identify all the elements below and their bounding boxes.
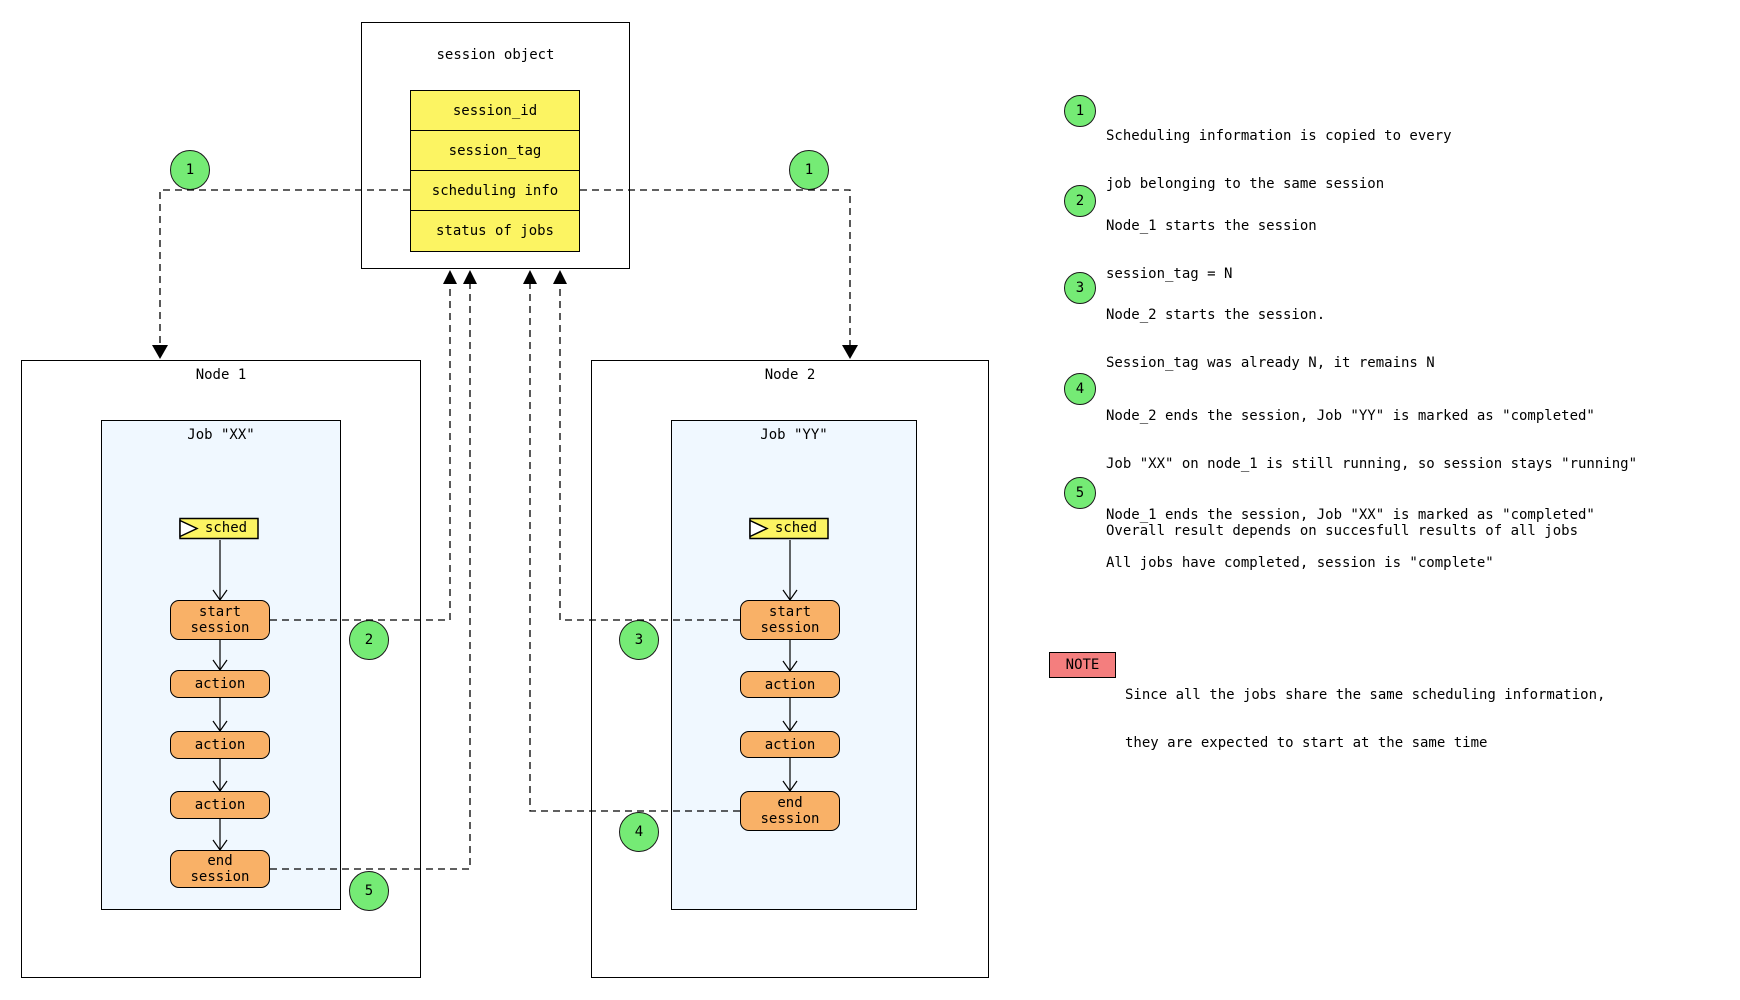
legend-item-3-line-2: Session_tag was already N, it remains N (1106, 355, 1435, 371)
xx-action-step-1: action (170, 670, 270, 698)
legend-item-2-line-1: Node_1 starts the session (1106, 218, 1317, 234)
marker-3: 3 (619, 620, 659, 660)
job-xx-box: Job "XX" (101, 420, 341, 910)
yy-action-step-1: action (740, 671, 840, 698)
legend-item-4-line-1: Node_2 ends the session, Job "YY" is mar… (1106, 408, 1595, 424)
yy-start-session-step: start session (740, 600, 840, 640)
sched-flag-shape (749, 517, 829, 540)
note-text: Since all the jobs share the same schedu… (1125, 655, 1605, 783)
sched-flag-shape (179, 517, 259, 540)
legend-item-1-line-2: job belonging to the same session (1106, 176, 1385, 192)
sched-flag-xx-label: sched (204, 520, 248, 536)
node2-title: Node 2 (764, 367, 816, 383)
session-attr-row-scheduling-info: scheduling info (411, 171, 579, 211)
note-badge: NOTE (1049, 652, 1116, 678)
xx-action-step-3: action (170, 791, 270, 819)
legend-item-4: Node_2 ends the session, Job "YY" is mar… (1106, 376, 1637, 504)
yy-action-step-2: action (740, 731, 840, 758)
legend-marker-1: 1 (1064, 95, 1096, 127)
legend-item-5: Node_1 ends the session, Job "XX" is mar… (1106, 475, 1595, 603)
session-attr-row-session-tag: session_tag (411, 131, 579, 171)
xx-action-step-2: action (170, 731, 270, 759)
note-text-line-2: they are expected to start at the same t… (1125, 735, 1488, 751)
session-attr-row-session-id: session_id (411, 91, 579, 131)
job-xx-title: Job "XX" (187, 427, 255, 443)
legend-item-2-line-2: session_tag = N (1106, 266, 1233, 282)
marker-1-left: 1 (170, 150, 210, 190)
legend-marker-4: 4 (1064, 373, 1096, 405)
xx-end-session-step: end session (170, 850, 270, 888)
sched-flag-yy-label: sched (774, 520, 818, 536)
legend-marker-5: 5 (1064, 477, 1096, 509)
legend-item-5-line-1: Node_1 ends the session, Job "XX" is mar… (1106, 507, 1595, 523)
session-object-title: session object (436, 47, 555, 63)
legend-item-3-line-1: Node_2 starts the session. (1106, 307, 1326, 323)
session-attr-row-status-of-jobs: status of jobs (435, 223, 554, 239)
yy-end-session-step: end session (740, 791, 840, 831)
session-attributes-table: session_id session_tag scheduling info s… (410, 90, 580, 252)
note-text-line-1: Since all the jobs share the same schedu… (1125, 687, 1606, 703)
job-yy-box: Job "YY" (671, 420, 917, 910)
job-yy-title: Job "YY" (760, 427, 828, 443)
xx-start-session-step: start session (170, 600, 270, 640)
legend-item-1: Scheduling information is copied to ever… (1106, 96, 1452, 224)
legend-item-3: Node_2 starts the session. Session_tag w… (1106, 275, 1435, 403)
dashed-arrowheads (152, 270, 858, 359)
legend-item-2: Node_1 starts the session session_tag = … (1106, 186, 1317, 314)
marker-1-right: 1 (789, 150, 829, 190)
node1-title: Node 1 (195, 367, 247, 383)
sched-flag-yy: sched (749, 517, 829, 540)
marker-4: 4 (619, 812, 659, 852)
marker-2: 2 (349, 620, 389, 660)
legend-item-5-line-2: All jobs have completed, session is "com… (1106, 555, 1494, 571)
legend-marker-2: 2 (1064, 185, 1096, 217)
legend-marker-3: 3 (1064, 272, 1096, 304)
legend-item-1-line-1: Scheduling information is copied to ever… (1106, 128, 1452, 144)
marker-5: 5 (349, 871, 389, 911)
legend-item-4-line-2: Job "XX" on node_1 is still running, so … (1106, 456, 1638, 472)
legend-overall-note: Overall result depends on succesfull res… (1106, 523, 1579, 539)
sched-flag-xx: sched (179, 517, 259, 540)
